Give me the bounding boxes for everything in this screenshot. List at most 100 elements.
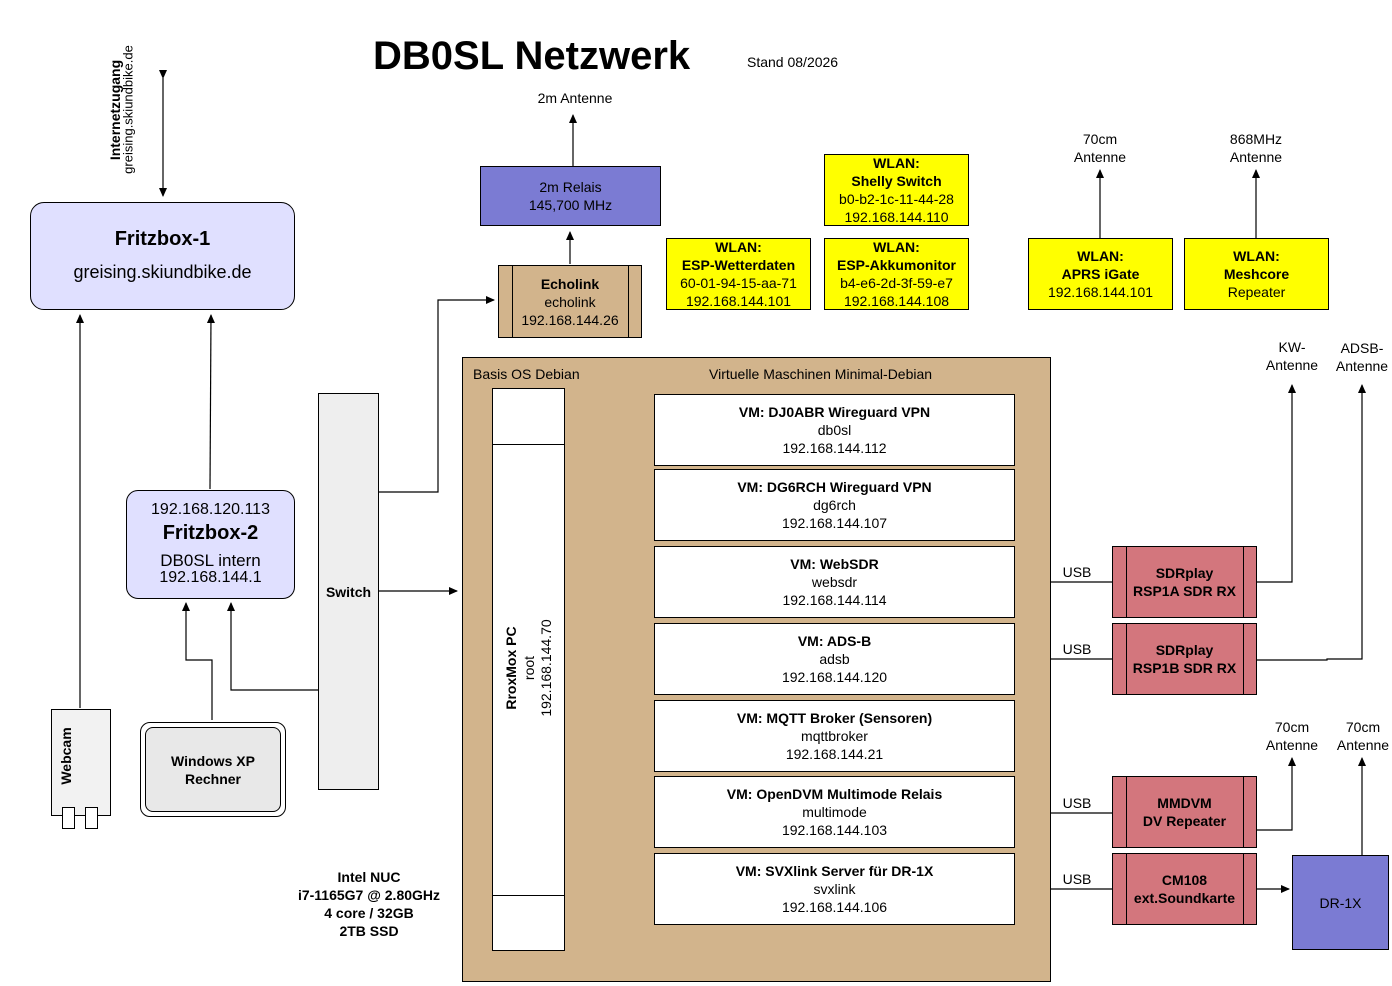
antenna-label-line: Antenne: [1335, 358, 1389, 374]
fritzbox1-node: Fritzbox-1 greising.skiundbike.de: [30, 202, 295, 310]
switch-node: Switch: [318, 393, 379, 790]
vm-host: adsb: [819, 651, 850, 667]
fritzbox1-host: greising.skiundbike.de: [73, 262, 252, 282]
vm-ip: 192.168.144.107: [781, 515, 888, 531]
vm-ip: 192.168.144.103: [781, 822, 888, 838]
mmdvm-l2: DV Repeater: [1142, 813, 1227, 829]
antenna-label-line: 70cm: [1274, 719, 1310, 735]
wlan-shelly-l1: WLAN:: [873, 155, 920, 171]
wlan-esp-wetter-mac: 60-01-94-15-aa-71: [680, 275, 797, 291]
vm-node-websdr: VM: WebSDR websdr 192.168.144.114: [654, 546, 1015, 618]
device-divider: [1243, 623, 1244, 695]
antenna-label-line: Antenne: [1229, 149, 1283, 165]
antenna-70cm-a-label: 70cm Antenne: [1252, 718, 1332, 754]
antenna-70cm-b-label: 70cm Antenne: [1323, 718, 1392, 754]
vm-name: VM: OpenDVM Multimode Relais: [726, 786, 943, 802]
device-divider: [1126, 546, 1127, 618]
vm-ip: 192.168.144.120: [781, 669, 888, 685]
cm108-node: CM108 ext.Soundkarte: [1112, 853, 1257, 925]
windows-node: Windows XP Rechner: [145, 727, 281, 812]
antenna-label-line: Antenne: [1073, 149, 1127, 165]
device-divider: [1126, 853, 1127, 925]
fritzbox1-title: Fritzbox-1: [114, 228, 211, 250]
usb-label: USB: [1062, 871, 1092, 887]
vm-host: mqttbroker: [801, 728, 868, 744]
vm-host: svxlink: [813, 881, 856, 897]
windows-line2: Rechner: [184, 770, 242, 787]
vm-ip: 192.168.144.112: [782, 440, 887, 456]
wlan-mesh-l2: Meshcore: [1223, 266, 1290, 282]
echolink-divider: [628, 265, 629, 338]
mmdvm-node: MMDVM DV Repeater: [1112, 776, 1257, 848]
antenna-70cm-top-label: 70cm Antenne: [1060, 130, 1140, 166]
page-title: DB0SL Netzwerk: [373, 34, 691, 78]
vm-ip: 192.168.144.106: [781, 899, 888, 915]
internet-host: greising.skiundbike.de: [120, 45, 136, 174]
wlan-esp-wetter-l1: WLAN:: [715, 239, 762, 255]
webcam-port: [85, 807, 98, 829]
usb-label: USB: [1062, 795, 1092, 811]
wlan-esp-akku-mac: b4-e6-2d-3f-59-e7: [840, 275, 953, 291]
windows-line1: Windows XP: [171, 752, 255, 769]
switch-label: Switch: [325, 583, 372, 600]
windows-outer: [140, 722, 286, 817]
vm-node-mqtt: VM: MQTT Broker (Sensoren) mqttbroker 19…: [654, 700, 1015, 772]
device-divider: [1243, 853, 1244, 925]
vm-name: VM: SVXlink Server für DR-1X: [735, 863, 934, 879]
fritzbox2-title: Fritzbox-2: [162, 522, 259, 544]
proxmox-divider: [492, 895, 565, 896]
device-divider: [1243, 546, 1244, 618]
wlan-esp-wetter-l2: ESP-Wetterdaten: [681, 257, 796, 273]
echolink-node: Echolink echolink 192.168.144.26: [498, 265, 642, 338]
antenna-label-line: 868MHz: [1229, 131, 1283, 147]
antenna-kw-label: KW- Antenne: [1252, 338, 1332, 374]
wlan-shelly-mac: b0-b2-1c-11-44-28: [839, 191, 954, 207]
usb-label: USB: [1062, 564, 1092, 580]
nuc-line: i7-1165G7 @ 2.80GHz: [297, 887, 441, 903]
proxmox-ip: 192.168.144.70: [538, 619, 554, 717]
cm108-l2: ext.Soundkarte: [1133, 890, 1236, 906]
antenna-label-line: ADSB-: [1340, 340, 1384, 356]
sdr2-node: SDRplay RSP1B SDR RX: [1112, 623, 1257, 695]
fritzbox2-ip-top: 192.168.120.113: [151, 501, 270, 518]
wlan-esp-akku-l2: ESP-Akkumonitor: [836, 257, 956, 273]
sdr1-node: SDRplay RSP1A SDR RX: [1112, 546, 1257, 618]
wlan-shelly-ip: 192.168.144.110: [844, 209, 949, 225]
antenna-adsb-label: ADSB- Antenne: [1324, 339, 1392, 375]
sdr1-l2: RSP1A SDR RX: [1133, 583, 1236, 599]
vm-ip: 192.168.144.21: [785, 746, 884, 762]
wlan-mesh-l1: WLAN:: [1233, 248, 1280, 264]
antenna-label-line: 70cm: [1345, 719, 1381, 735]
fritzbox2-sub: DB0SL intern: [160, 551, 261, 570]
antenna-2m-label: 2m Antenne: [537, 90, 613, 106]
vm-name: VM: MQTT Broker (Sensoren): [736, 710, 933, 726]
host-basis-label: Basis OS Debian: [473, 366, 580, 382]
stand-label: Stand 08/2026: [747, 54, 839, 70]
nuc-line: 2TB SSD: [339, 923, 399, 939]
host-vms-label: Virtuelle Maschinen Minimal-Debian: [709, 366, 933, 382]
vm-name: VM: DJ0ABR Wireguard VPN: [738, 404, 931, 420]
vm-node-adsb: VM: ADS-B adsb 192.168.144.120: [654, 623, 1015, 695]
antenna-label-line: Antenne: [1336, 737, 1390, 753]
device-divider: [1126, 776, 1127, 848]
usb-label: USB: [1062, 641, 1092, 657]
echolink-divider: [512, 265, 513, 338]
dr1x-node: DR-1X: [1292, 855, 1389, 950]
vm-ip: 192.168.144.114: [782, 592, 887, 608]
nuc-label: Intel NUC i7-1165G7 @ 2.80GHz 4 core / 3…: [296, 868, 442, 940]
nuc-line: Intel NUC: [337, 869, 401, 885]
proxmox-user: root: [521, 655, 537, 681]
wlan-mesh-node: WLAN: Meshcore Repeater: [1184, 238, 1329, 310]
wlan-aprs-l2: APRS iGate: [1061, 266, 1140, 282]
wlan-shelly-l2: Shelly Switch: [851, 173, 942, 189]
antenna-label-line: KW-: [1278, 339, 1306, 355]
antenna-868-label: 868MHz Antenne: [1216, 130, 1296, 166]
vm-name: VM: DG6RCH Wireguard VPN: [737, 479, 932, 495]
device-divider: [1126, 623, 1127, 695]
vm-node-svxlink: VM: SVXlink Server für DR-1X svxlink 192…: [654, 853, 1015, 925]
vm-node-wireguard-dj0abr: VM: DJ0ABR Wireguard VPN db0sl 192.168.1…: [654, 394, 1015, 466]
antenna-label-line: Antenne: [1265, 737, 1319, 753]
webcam-node: [51, 709, 111, 816]
vm-name: VM: ADS-B: [797, 633, 872, 649]
wlan-esp-wetter-ip: 192.168.144.101: [685, 293, 792, 309]
